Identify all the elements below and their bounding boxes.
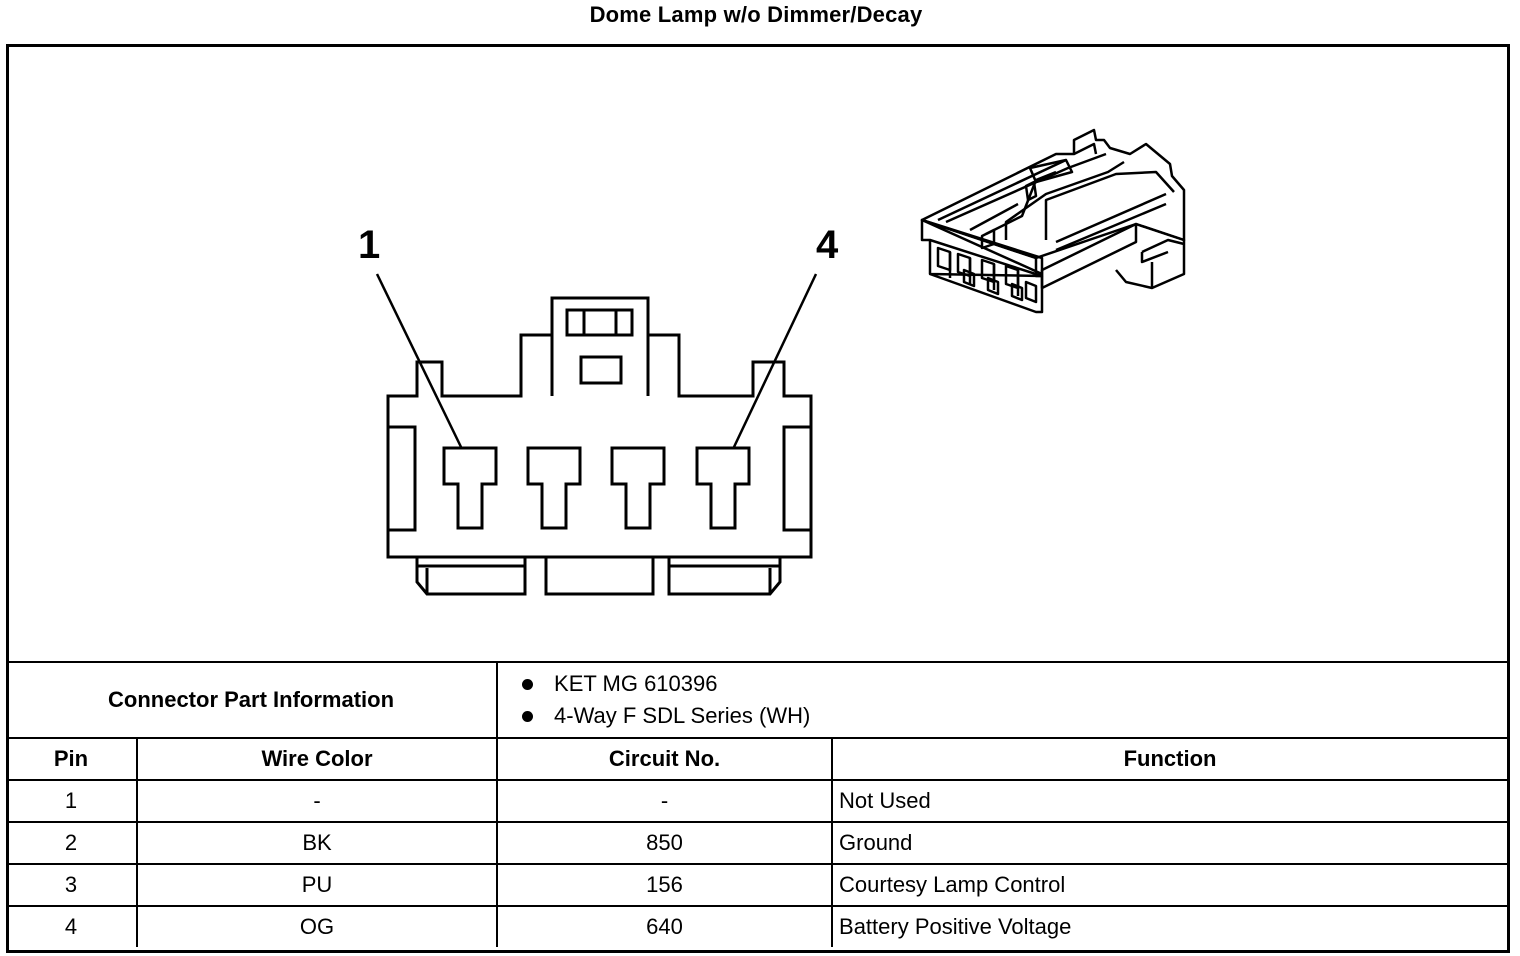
connector-face-view — [375, 273, 818, 596]
header-circuit-no: Circuit No. — [496, 737, 834, 781]
diagram-title: Dome Lamp w/o Dimmer/Decay — [589, 2, 923, 27]
cell-circuit: - — [496, 779, 834, 823]
terminal-cavity-3 — [610, 446, 666, 530]
table-header-row: Pin Wire Color Circuit No. Function — [6, 737, 1508, 781]
callout-line-pin-4 — [732, 273, 818, 448]
part-info-list: KET MG 610396 4-Way F SDL Series (WH) — [498, 668, 1507, 732]
cell-function: Ground — [831, 821, 1508, 865]
connector-diagram-area: 1 4 — [6, 44, 1507, 662]
cell-pin: 2 — [6, 821, 138, 865]
part-info-row: Connector Part Information KET MG 610396… — [6, 661, 1508, 739]
cell-function: Courtesy Lamp Control — [831, 863, 1508, 907]
header-pin: Pin — [6, 737, 138, 781]
header-function: Function — [831, 737, 1508, 781]
table-row: 3 PU 156 Courtesy Lamp Control — [6, 863, 1508, 907]
cell-circuit: 850 — [496, 821, 834, 865]
cell-wire-color: PU — [135, 863, 499, 907]
terminal-cavity-4 — [695, 446, 751, 530]
cell-pin: 1 — [6, 779, 138, 823]
cell-pin: 4 — [6, 905, 138, 947]
callout-line-pin-1 — [375, 273, 463, 448]
pin-callout-1: 1 — [358, 223, 381, 267]
table-row: 1 - - Not Used — [6, 779, 1508, 823]
diagram-frame — [6, 44, 1510, 953]
pin-callout-4: 4 — [816, 223, 839, 267]
cell-circuit: 156 — [496, 863, 834, 907]
terminal-cavity-1 — [442, 446, 498, 530]
cell-wire-color: - — [135, 779, 499, 823]
connector-info-table: Connector Part Information KET MG 610396… — [6, 661, 1508, 947]
cell-wire-color: BK — [135, 821, 499, 865]
table-row: 4 OG 640 Battery Positive Voltage — [6, 905, 1508, 947]
cell-function: Battery Positive Voltage — [831, 905, 1508, 947]
header-wire-color: Wire Color — [135, 737, 499, 781]
part-info-item: 4-Way F SDL Series (WH) — [518, 700, 1507, 732]
part-info-list-cell: KET MG 610396 4-Way F SDL Series (WH) — [496, 661, 1508, 739]
table-row: 2 BK 850 Ground — [6, 821, 1508, 865]
part-info-item: KET MG 610396 — [518, 668, 1507, 700]
part-info-label: Connector Part Information — [6, 661, 499, 739]
cell-function: Not Used — [831, 779, 1508, 823]
cell-pin: 3 — [6, 863, 138, 907]
cell-wire-color: OG — [135, 905, 499, 947]
terminal-cavity-2 — [526, 446, 582, 530]
cell-circuit: 640 — [496, 905, 834, 947]
